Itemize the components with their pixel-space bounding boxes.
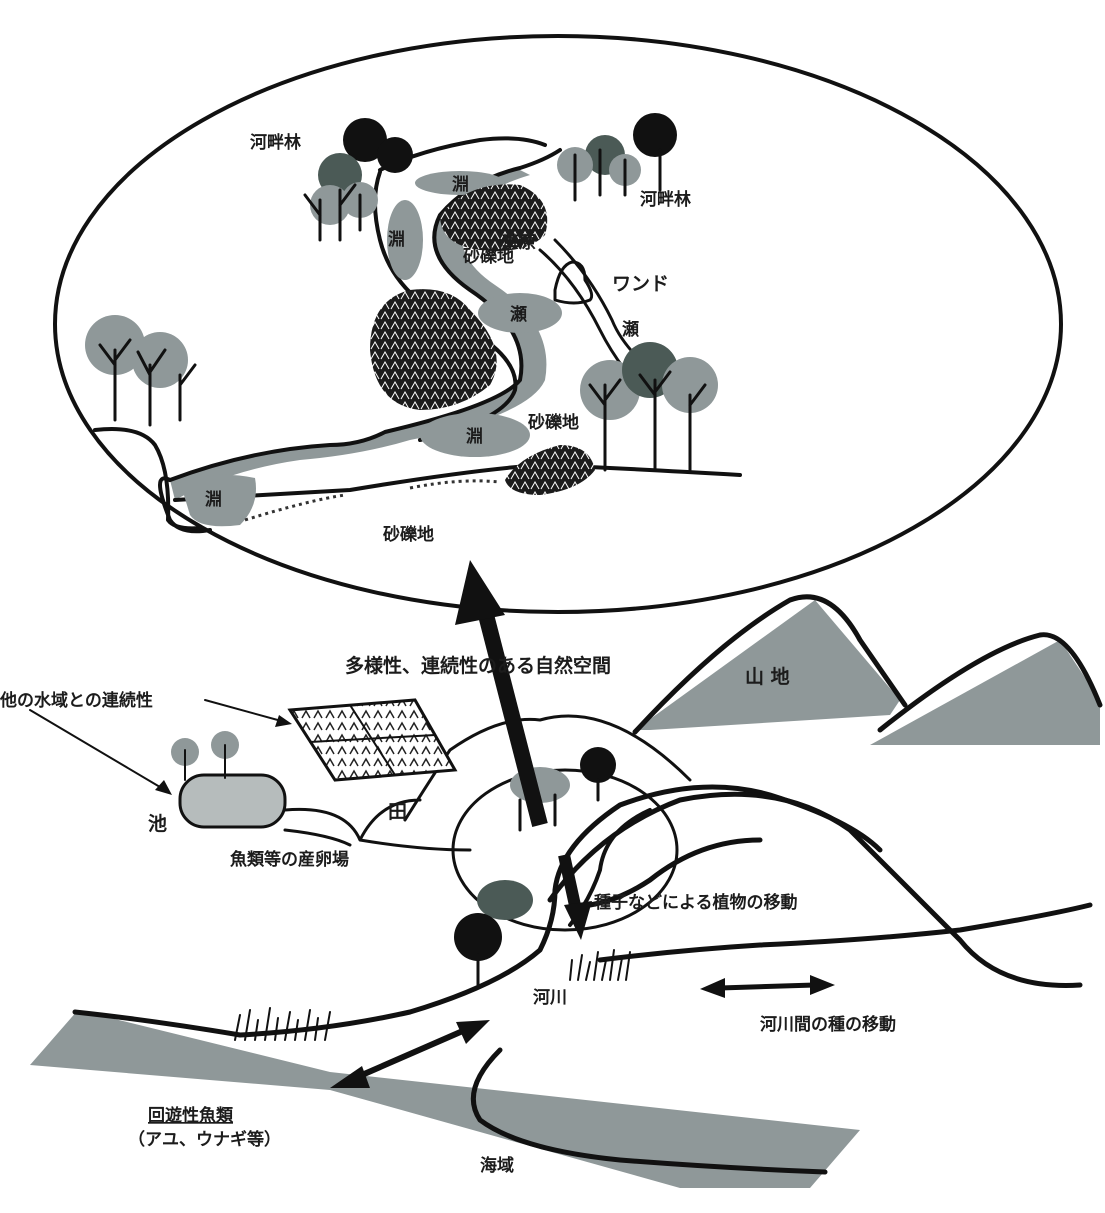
label-pool-top: 淵 — [452, 175, 469, 195]
label-pond: 池 — [148, 812, 167, 835]
seed-arrow-shaft — [564, 855, 576, 910]
label-wando: ワンド — [612, 273, 669, 295]
label-plant-dispersal: 種子などによる植物の移動 — [594, 892, 798, 913]
label-gravel-bar-upper: 砂礫地 — [463, 246, 514, 267]
label-interriver-movement: 河川間の種の移動 — [760, 1014, 896, 1035]
label-pool-bottom: 淵 — [205, 490, 222, 510]
label-natural-space: 多様性、連続性のある自然空間 — [345, 654, 611, 677]
reeds-center — [570, 950, 630, 980]
confluence-tree-dark — [580, 747, 616, 783]
label-rice-field: 田 — [388, 801, 407, 823]
label-continuity: 他の水域との連続性 — [0, 690, 153, 711]
inset-oval — [55, 36, 1061, 612]
label-pool-left-upper: 淵 — [388, 230, 405, 250]
continuity-pointer-field-head — [275, 715, 292, 727]
interriver-arrow-head-left — [700, 978, 725, 998]
continuity-pointer-field — [205, 700, 285, 722]
label-pool-center: 淵 — [466, 427, 483, 447]
label-diadromous-examples: （アユ、ウナギ等） — [128, 1129, 281, 1150]
migration-arrow-head-right — [456, 1020, 490, 1044]
label-gravel-bar-bottom: 砂礫地 — [383, 524, 434, 545]
mountain-left — [635, 600, 900, 730]
label-river: 河川 — [533, 988, 567, 1008]
label-sea: 海域 — [480, 1155, 514, 1176]
pond-shape — [180, 775, 285, 827]
label-shallows-mid: 瀬 — [510, 305, 527, 325]
continuity-pointer-pond-head — [155, 780, 172, 795]
label-diadromous-fish: 回遊性魚類 — [148, 1105, 234, 1126]
seed-arrow-head — [564, 901, 592, 940]
label-riparian-forest-right: 河畔林 — [640, 189, 691, 210]
interriver-arrow-line — [720, 985, 815, 988]
confluence-bush-left — [477, 880, 533, 920]
interriver-arrow-head-right — [810, 975, 835, 995]
label-riparian-forest-left: 河畔林 — [250, 132, 301, 153]
label-spawning-ground: 魚類等の産卵場 — [230, 849, 349, 870]
label-gravel-bar-right: 砂礫地 — [528, 412, 579, 433]
continuity-pointer-pond — [30, 710, 165, 790]
label-shallows-right: 瀬 — [622, 320, 639, 340]
pond-trees — [171, 731, 239, 780]
label-mountains: 山 地 — [745, 665, 790, 688]
migration-arrow-line — [355, 1030, 465, 1078]
